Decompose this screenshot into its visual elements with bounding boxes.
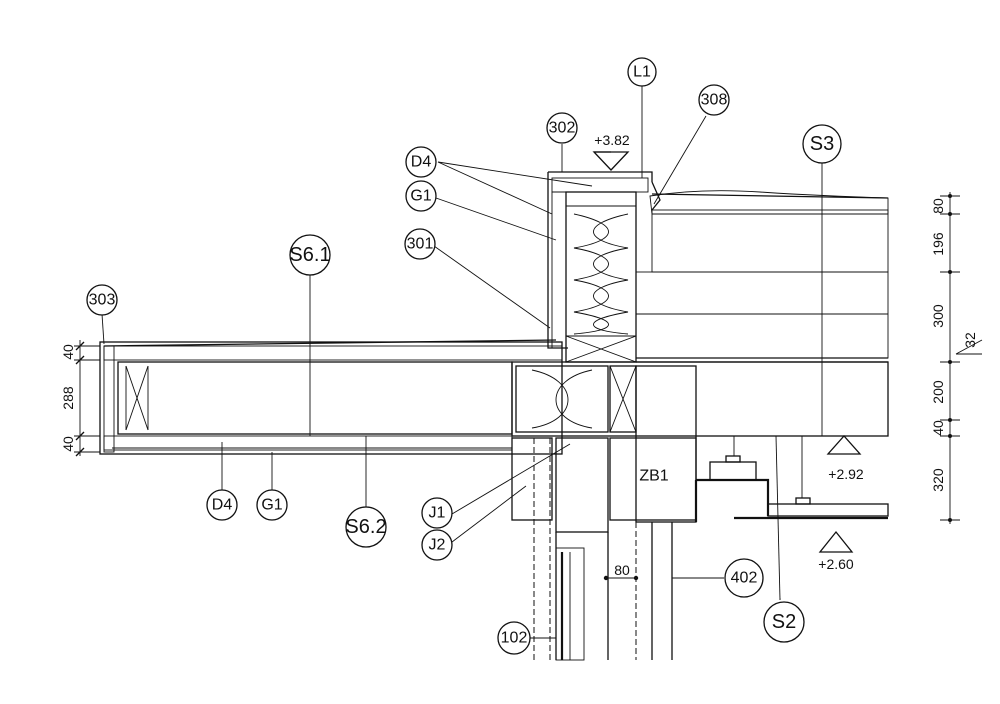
bubble-301: 301	[404, 228, 436, 260]
dim-gap: 80	[614, 562, 630, 578]
bubble-S2: S2	[763, 601, 805, 643]
bubble-302: 302	[546, 112, 578, 144]
level-marker-mid: +2.92	[826, 435, 864, 482]
bubble-D4-bottom: D4	[206, 489, 238, 521]
label-102: 102	[501, 630, 528, 647]
label-301: 301	[407, 236, 434, 253]
label-303: 303	[89, 292, 116, 309]
label-S2: S2	[772, 611, 796, 633]
dim-left-2: 40	[60, 436, 76, 452]
bubble-J1: J1	[421, 497, 453, 529]
dim-right-4: 40	[930, 420, 946, 436]
level-low-text: +2.60	[818, 556, 854, 572]
label-308: 308	[701, 92, 728, 109]
beam-zone	[511, 361, 889, 523]
level-marker-low: +2.60	[818, 530, 854, 572]
label-S6-1: S6.1	[289, 244, 330, 266]
label-J2: J2	[429, 537, 446, 554]
label-G1-top: G1	[410, 188, 431, 205]
dimension-right: 80 196 300 200 40 320 32	[930, 192, 983, 524]
roof-buildup	[635, 190, 889, 363]
label-D4-bottom: D4	[212, 497, 233, 514]
dim-right-5: 320	[930, 468, 946, 492]
cantilever-slab	[99, 339, 563, 455]
leader-lines	[101, 86, 823, 639]
label-302: 302	[549, 120, 576, 137]
label-D4-top: D4	[411, 154, 432, 171]
label-G1-bottom: G1	[261, 497, 282, 514]
dim-slope: 32	[962, 332, 978, 348]
label-L1: L1	[633, 64, 651, 81]
bubble-303: 303	[86, 284, 118, 316]
dim-right-3: 200	[930, 380, 946, 404]
bubble-ZB1: ZB1	[639, 462, 669, 490]
bubble-S3: S3	[802, 124, 842, 164]
label-ZB1: ZB1	[639, 468, 668, 485]
bubble-S6-2: S6.2	[345, 506, 387, 548]
dim-right-0: 80	[930, 198, 946, 214]
bubble-102: 102	[497, 621, 531, 655]
label-S3: S3	[810, 133, 834, 155]
dim-right-2: 300	[930, 304, 946, 328]
bubble-D4-top: D4	[405, 146, 437, 178]
label-S6-2: S6.2	[345, 516, 386, 538]
label-J1: J1	[429, 505, 446, 522]
bubble-S6-1: S6.1	[289, 234, 331, 276]
wall-below	[511, 437, 697, 661]
label-402: 402	[731, 570, 758, 587]
ceiling-steel	[694, 435, 889, 601]
dim-left-1: 288	[60, 386, 76, 410]
level-marker-top: +3.82	[592, 132, 630, 171]
bubble-402: 402	[724, 558, 764, 598]
bubble-G1-bottom: G1	[256, 489, 288, 521]
dimension-left: 40 288 40	[60, 340, 100, 457]
level-mid-text: +2.92	[828, 466, 864, 482]
bubble-G1-top: G1	[405, 180, 437, 212]
bubble-L1: L1	[627, 57, 657, 87]
dim-left-0: 40	[60, 344, 76, 360]
level-top-text: +3.82	[594, 132, 630, 148]
parapet	[547, 171, 661, 363]
bubble-308: 308	[698, 84, 730, 116]
bubble-J2: J2	[421, 529, 453, 561]
dim-right-1: 196	[930, 232, 946, 256]
